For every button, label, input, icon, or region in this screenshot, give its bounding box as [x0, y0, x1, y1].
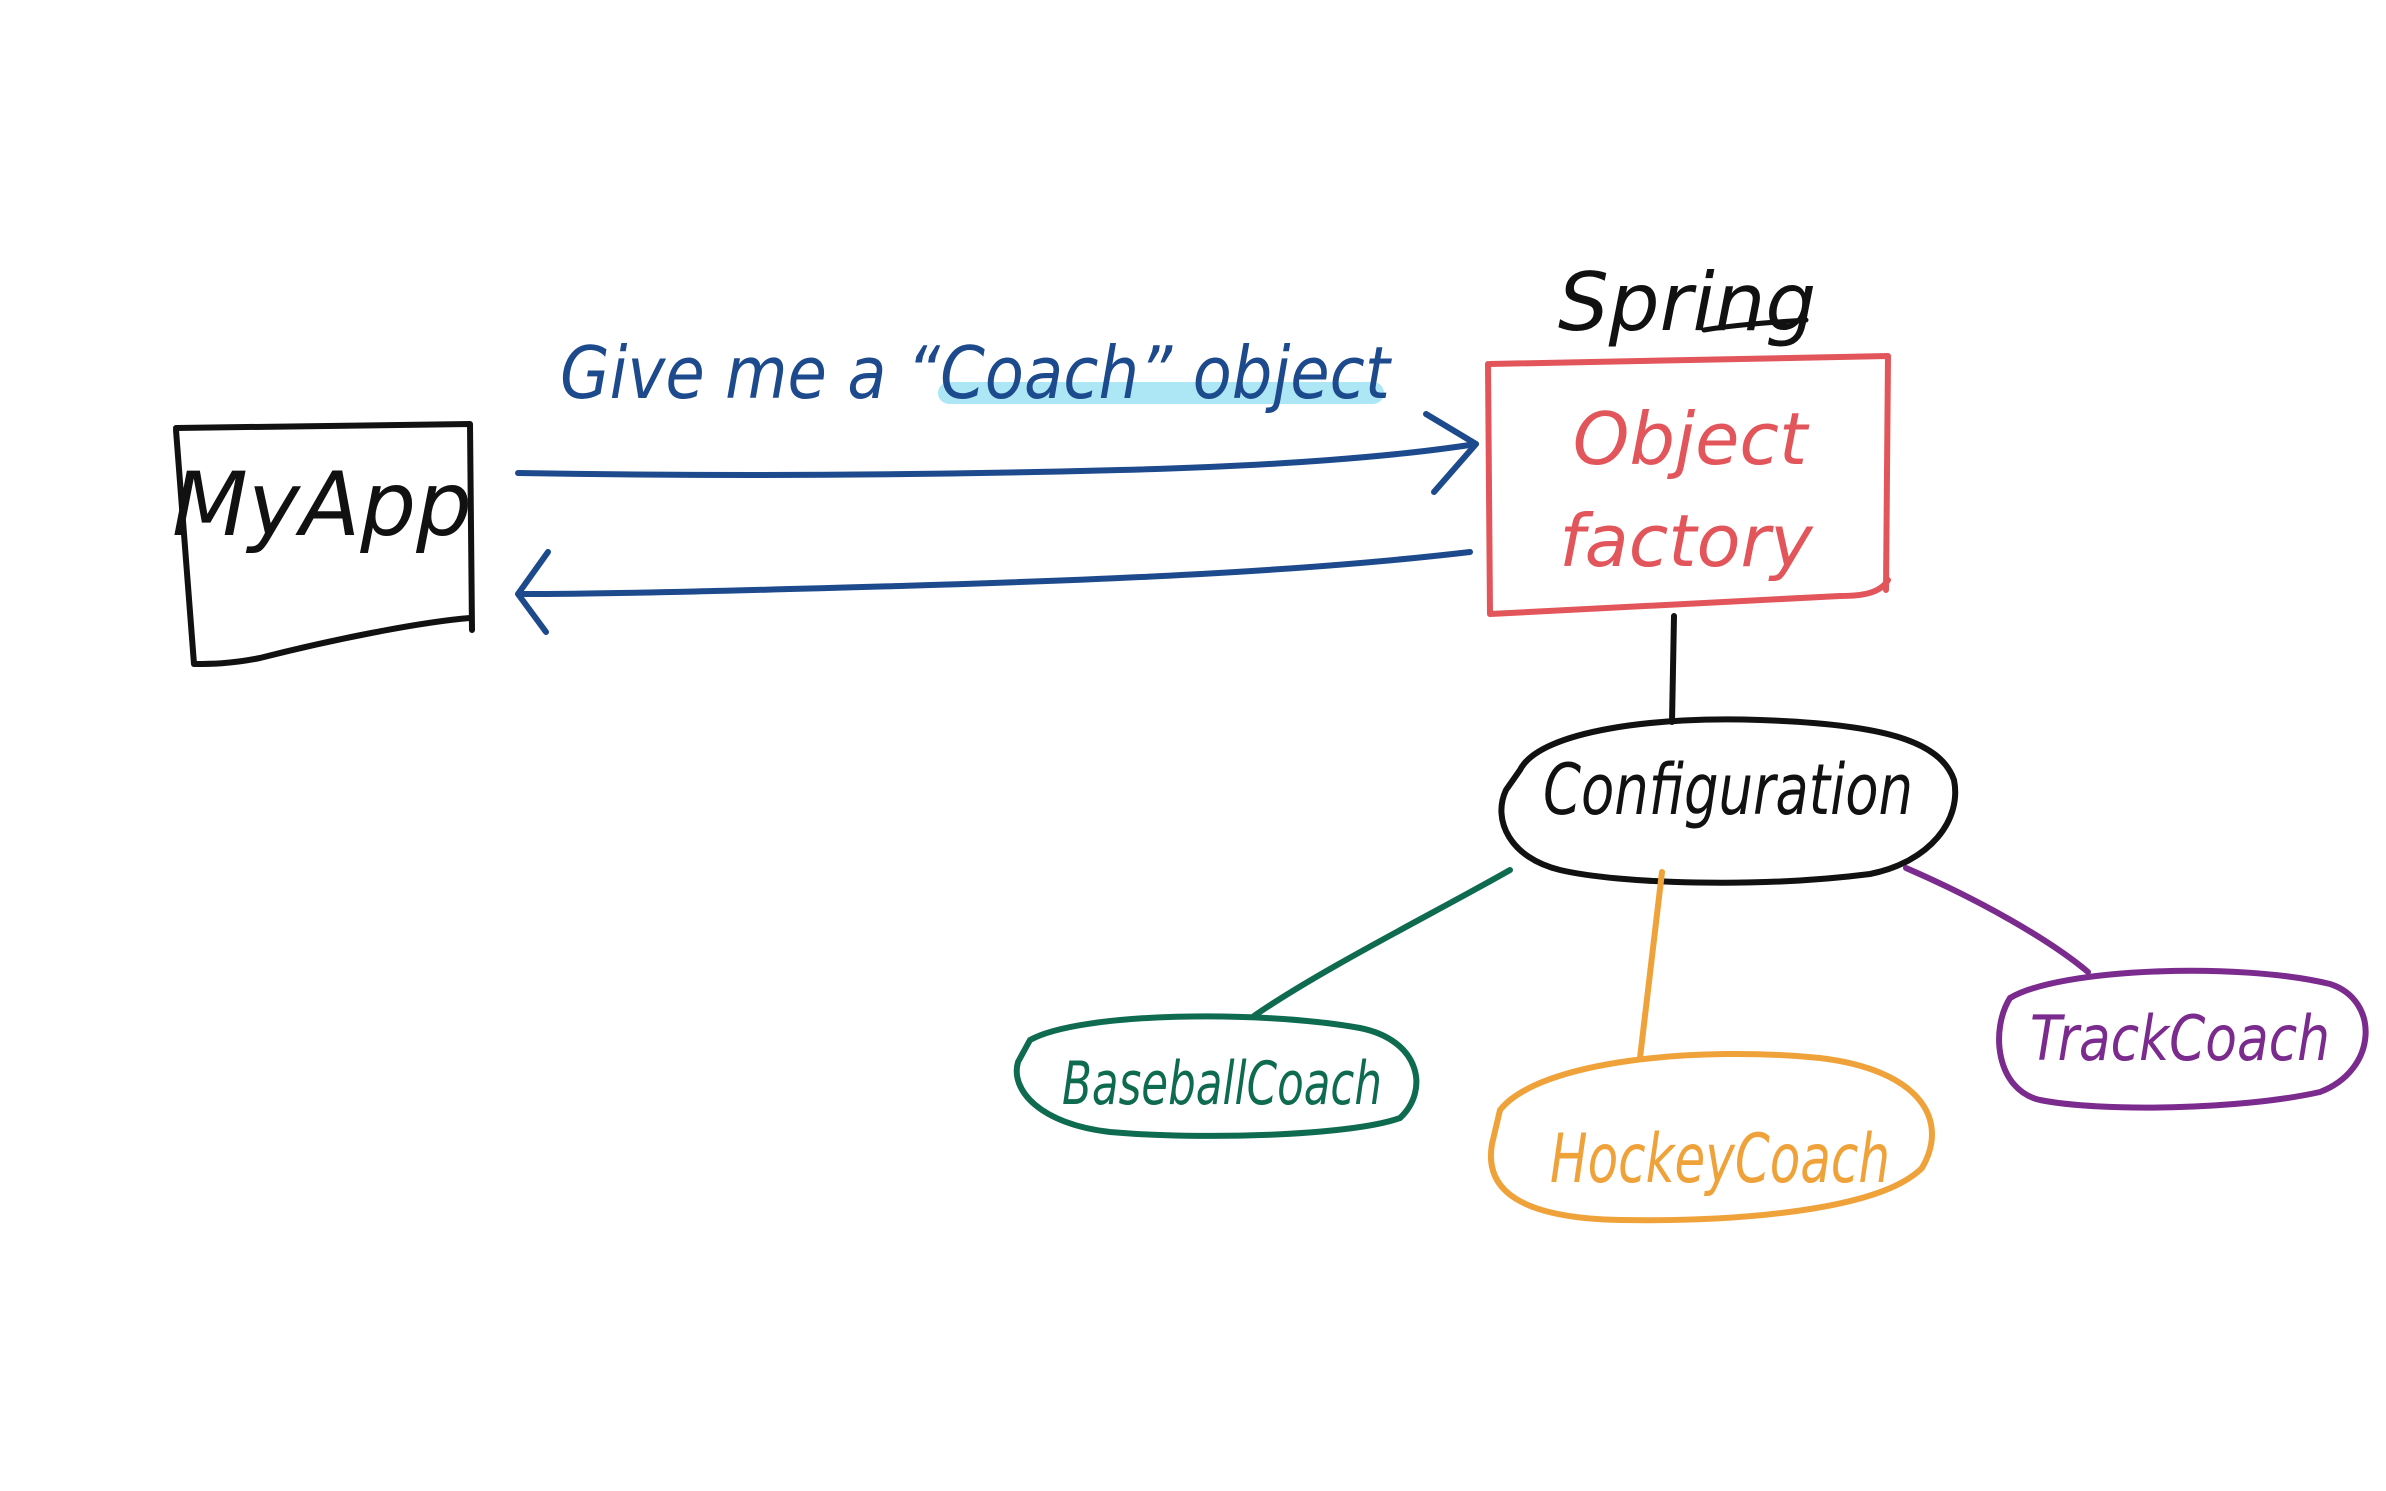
track-coach-outline: [1996, 967, 2369, 1111]
request-arrowhead: [1423, 411, 1479, 495]
hockey-coach-label: HockeyCoach: [1550, 1120, 1890, 1199]
track-coach-label: TrackCoach: [2030, 1002, 2330, 1075]
factory-configuration-link: [1669, 613, 1677, 725]
baseball-coach-outline: [1013, 1013, 1420, 1139]
spring-node: Spring: [1558, 256, 1816, 349]
configuration-label: Configuration: [1543, 749, 1913, 831]
configuration-track-link: [1903, 865, 2091, 975]
request-text-highlighted: “Coach”: [907, 331, 1173, 415]
request-arrow: [515, 411, 1479, 495]
baseball-coach-node: BaseballCoach: [1013, 1013, 1420, 1139]
track-coach-node: TrackCoach: [1996, 967, 2369, 1111]
request-label: Give me a “Coach” object: [560, 331, 1392, 415]
object-factory-node: Object factory: [1485, 353, 1891, 617]
request-text-after: object: [1193, 331, 1393, 415]
request-text-before: Give me a: [560, 331, 907, 415]
object-factory-line1: Object: [1573, 397, 1810, 481]
object-factory-box: [1485, 353, 1891, 617]
spring-label: Spring: [1558, 256, 1816, 349]
return-arrow: [515, 549, 1473, 635]
my-app-box: [173, 421, 475, 667]
configuration-hockey-link: [1637, 869, 1665, 1061]
my-app-node: MyApp: [172, 421, 475, 667]
configuration-node: Configuration: [1498, 716, 1959, 886]
my-app-label: MyApp: [172, 453, 472, 556]
configuration-baseball-link: [1251, 867, 1513, 1019]
hockey-coach-node: HockeyCoach: [1487, 1050, 1935, 1224]
svg-text:Give me a “Coach”: Give me a “Coach” object: [560, 331, 1392, 415]
coach-highlight: [938, 382, 1384, 404]
baseball-coach-label: BaseballCoach: [1062, 1049, 1382, 1119]
object-factory-line2: factory: [1559, 499, 1814, 583]
return-arrowhead: [515, 549, 551, 635]
hockey-coach-outline: [1487, 1050, 1935, 1224]
configuration-outline: [1498, 716, 1959, 886]
